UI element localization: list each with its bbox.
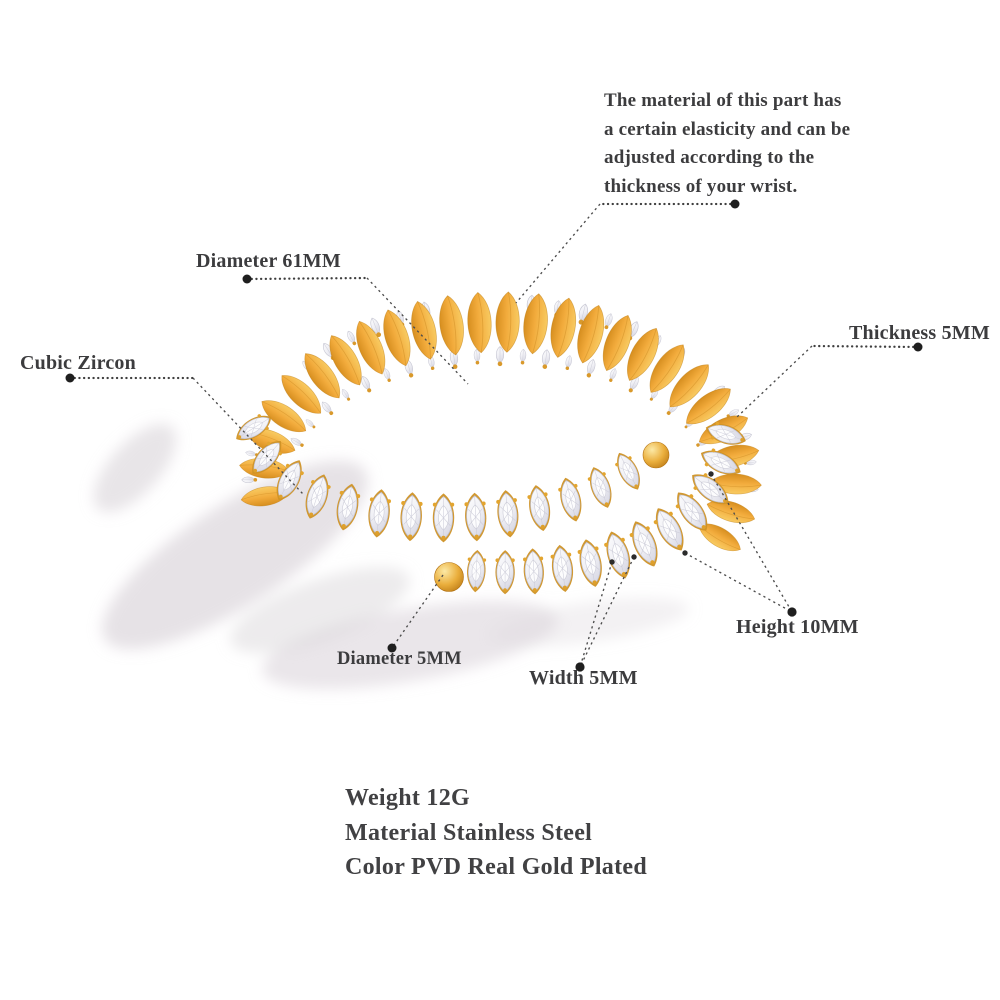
wrap-zircon-row-unit — [521, 547, 546, 596]
gold-leaf-band-unit — [545, 295, 581, 361]
width-leader-left — [579, 561, 613, 668]
wrap-zircon-row-unit — [465, 549, 488, 594]
outer-edge-zircons-unit — [241, 476, 258, 484]
ball-diameter-leader — [391, 574, 444, 649]
height-anchor-dot-2 — [682, 550, 688, 556]
label-diameter-outer: Diameter 61MM — [196, 250, 341, 272]
product-specs: Weight 12G Material Stainless Steel Colo… — [345, 781, 647, 885]
elasticity-note: The material of this part has a certain … — [604, 87, 884, 201]
outer-edge-zircons-unit — [602, 312, 615, 331]
thickness-leader-dot — [913, 342, 923, 352]
front-zircon-row-unit — [463, 491, 488, 543]
spec-color: Color PVD Real Gold Plated — [345, 854, 647, 880]
thickness-leader-diagonal — [736, 345, 813, 418]
leader-lines — [65, 199, 923, 672]
ball-diameter-leader-dot — [387, 643, 397, 653]
height-anchor-dot-1 — [708, 471, 714, 477]
inner-edge-zircons-unit — [540, 348, 552, 370]
gold-leaf-band-unit — [494, 291, 521, 353]
elasticity-note-line-2: a certain elasticity and can be — [604, 118, 851, 140]
label-cubic-zircon: Cubic Zircon — [20, 352, 136, 374]
front-zircon-row-unit — [584, 463, 618, 512]
thickness-leader-dotted — [810, 344, 920, 349]
inner-edge-zircons-unit — [563, 354, 574, 371]
width-leader-dot — [575, 662, 585, 672]
inner-edge-zircons-unit — [584, 357, 598, 379]
height-leader-lower — [684, 552, 793, 613]
width-anchor-dot-1 — [609, 559, 615, 565]
inner-edge-zircons-unit — [519, 348, 527, 366]
front-zircon-row-unit — [398, 491, 424, 543]
note-leader-dot — [730, 199, 740, 209]
ball-ends — [434, 441, 670, 592]
height-leader-dot — [787, 607, 797, 617]
diameter61-leader-dotted — [245, 276, 369, 281]
elasticity-note-line-4: thickness of your wrist. — [604, 175, 798, 197]
label-width: Width 5MM — [529, 667, 638, 689]
inner-edge-zircons-unit — [319, 399, 336, 417]
spec-weight: Weight 12G — [345, 785, 471, 811]
ball-end-outer — [434, 562, 464, 592]
front-zircon-row-unit — [610, 448, 647, 495]
label-ball-diameter: Diameter 5MM — [337, 649, 462, 669]
front-zircon-row-unit — [365, 487, 393, 540]
wrap-zircon-row-unit — [548, 543, 577, 594]
wrap-zircon-row-unit — [574, 536, 607, 590]
inner-edge-zircons-unit — [304, 417, 317, 430]
front-zircon-row-unit — [494, 488, 522, 539]
elasticity-note-line-3: adjusted according to the — [604, 147, 815, 168]
ball-end-inner — [642, 441, 670, 469]
label-thickness: Thickness 5MM — [849, 322, 990, 344]
diameter61-leader-dot — [242, 274, 252, 284]
wrap-zircon-row-unit — [494, 549, 516, 595]
gold-leaf-band-unit — [520, 292, 551, 356]
gold-leaf-band-unit — [465, 291, 494, 354]
height-leader-upper — [710, 473, 793, 613]
note-leader-diagonal — [515, 203, 601, 304]
diameter61-leader-diagonal — [366, 277, 469, 385]
width-anchor-dot-2 — [631, 554, 637, 560]
zircon-leader-dot — [65, 373, 75, 383]
width-leader-right — [579, 556, 635, 668]
gold-leaf-band-unit — [405, 298, 443, 363]
front-zircon-row-unit — [525, 482, 554, 534]
label-height: Height 10MM — [736, 616, 859, 638]
gold-leaf-band-unit — [435, 293, 468, 357]
front-zircon-row-unit — [432, 492, 455, 543]
inner-edge-zircons-unit — [495, 345, 505, 367]
elasticity-note-line-1: The material of this part has — [604, 90, 842, 111]
spec-material: Material Stainless Steel — [345, 819, 593, 846]
front-zircon-row-unit — [555, 474, 587, 525]
zircon-leader-diagonal — [192, 377, 304, 495]
inner-edge-zircons-unit — [340, 387, 352, 403]
cast-shadow — [93, 423, 690, 689]
